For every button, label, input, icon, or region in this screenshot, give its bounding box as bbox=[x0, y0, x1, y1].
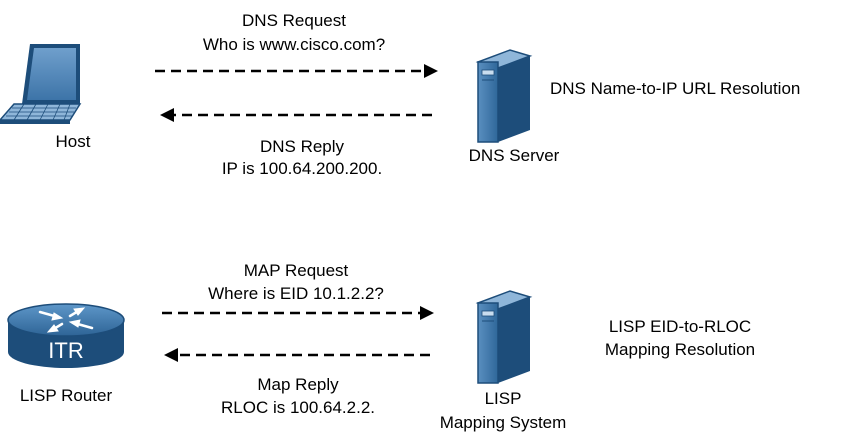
router-label: LISP Router bbox=[19, 386, 113, 405]
dns-request-arrow bbox=[155, 64, 438, 78]
router-text: ITR bbox=[48, 338, 83, 363]
map-request-title: MAP Request bbox=[243, 261, 349, 280]
host-label: Host bbox=[55, 132, 91, 151]
dns-reply-arrow bbox=[160, 108, 432, 122]
map-reply-title: Map Reply bbox=[257, 375, 339, 394]
dns-server-icon bbox=[475, 49, 533, 143]
dns-request-question: Who is www.cisco.com? bbox=[202, 35, 386, 54]
dns-resolution-label: DNS Name-to-IP URL Resolution bbox=[550, 79, 801, 98]
laptop-icon bbox=[0, 44, 82, 124]
lisp-mapping-server-icon bbox=[475, 290, 533, 384]
router-icon: ITR bbox=[7, 303, 125, 368]
lisp-resolution-line2: Mapping Resolution bbox=[604, 340, 756, 359]
dns-request-title: DNS Request bbox=[242, 11, 346, 30]
dns-server-label: DNS Server bbox=[468, 146, 560, 165]
lisp-server-label-line1: LISP bbox=[484, 389, 522, 408]
lisp-resolution-line1: LISP EID-to-RLOC bbox=[608, 317, 752, 336]
map-request-question: Where is EID 10.1.2.2? bbox=[208, 284, 384, 303]
map-request-arrow bbox=[162, 306, 434, 320]
dns-reply-answer: IP is 100.64.200.200. bbox=[221, 159, 383, 178]
lisp-server-label-line2: Mapping System bbox=[439, 413, 567, 432]
map-reply-answer: RLOC is 100.64.2.2. bbox=[220, 398, 376, 417]
map-reply-arrow bbox=[164, 348, 430, 362]
dns-reply-title: DNS Reply bbox=[259, 137, 345, 156]
